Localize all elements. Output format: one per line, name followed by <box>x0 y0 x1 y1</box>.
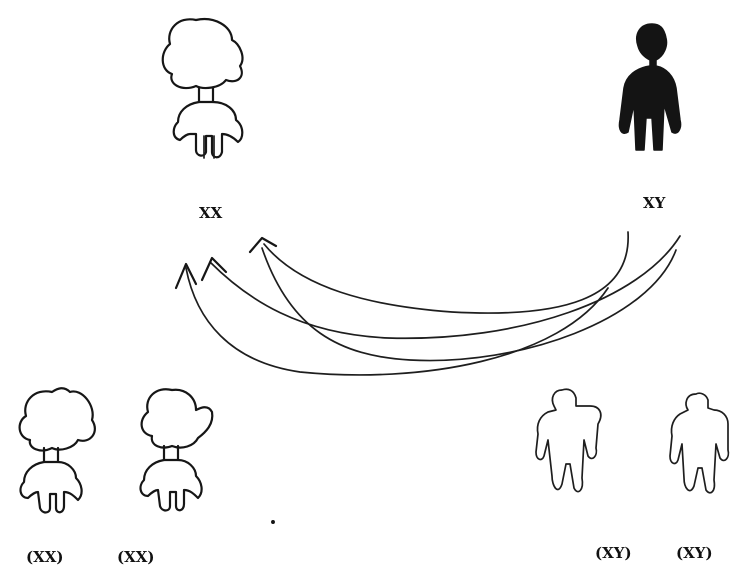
son-1-figure-icon <box>535 388 602 493</box>
father-figure-icon <box>618 23 682 151</box>
daughter-2-label: (XX) <box>117 548 154 566</box>
stray-dot <box>271 520 275 524</box>
son-1-label: (XY) <box>595 544 632 562</box>
daughter-1-label: (XX) <box>26 548 63 566</box>
son-2-label: (XY) <box>676 544 713 562</box>
inheritance-arrows <box>174 231 681 376</box>
mother-figure-icon <box>161 18 244 159</box>
father-label: XY <box>643 194 666 212</box>
daughter-1-figure-icon <box>18 387 96 514</box>
mother-label: XX <box>199 204 223 222</box>
son-2-figure-icon <box>669 392 730 494</box>
daughter-2-figure-icon <box>139 388 214 512</box>
